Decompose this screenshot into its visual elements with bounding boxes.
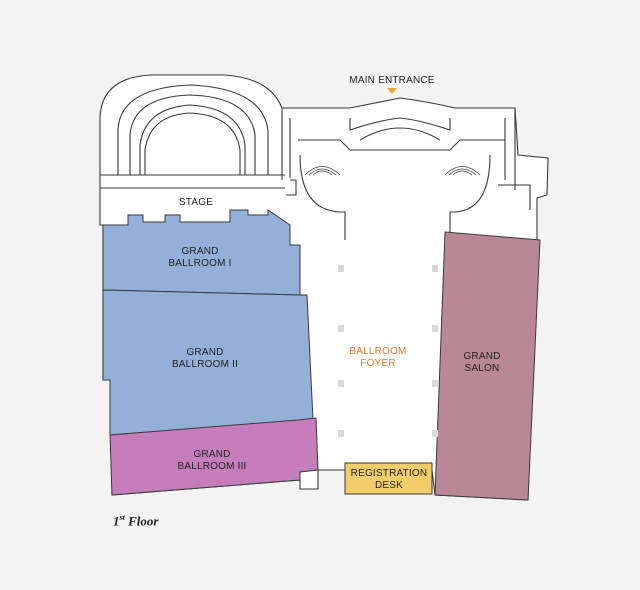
- floor-word: Floor: [128, 513, 159, 529]
- floor-suffix: st: [119, 513, 125, 522]
- registration-desk-label-line2: DESK: [375, 480, 403, 491]
- ballroom-iii-label-line1: GRAND: [193, 449, 230, 460]
- ballroom-ii-label-line2: BALLROOM II: [172, 359, 238, 370]
- room-grand-salon[interactable]: [434, 231, 541, 501]
- stage-label: STAGE: [179, 197, 213, 208]
- ballroom-ii-label-line1: GRAND: [186, 347, 223, 358]
- ballroom-iii-label-line2: BALLROOM III: [177, 461, 246, 472]
- floor-label: 1st Floor: [113, 513, 158, 529]
- registration-desk-label-line1: REGISTRATION: [351, 468, 428, 479]
- entrance-arrow-icon: [387, 88, 397, 94]
- ballroom-foyer-label-line2: FOYER: [360, 358, 395, 369]
- ballroom-i-label-line2: BALLROOM I: [168, 258, 231, 269]
- entrance-hall: [281, 108, 531, 240]
- room-grand-ballroom-iii[interactable]: [109, 417, 319, 496]
- ballroom-i-label-line1: GRAND: [181, 246, 218, 257]
- room-registration-desk[interactable]: [344, 462, 433, 495]
- ballroom-foyer-label-line1: BALLROOM: [349, 346, 406, 357]
- main-entrance-label: MAIN ENTRANCE: [349, 75, 435, 86]
- grand-salon-label-line2: SALON: [465, 363, 500, 374]
- grand-salon-label-line1: GRAND: [463, 351, 500, 362]
- foyer-pillars: [338, 265, 438, 437]
- room-grand-ballroom-i[interactable]: [102, 209, 301, 296]
- stage-rotunda: [100, 84, 285, 189]
- floor-number: 1: [113, 513, 120, 529]
